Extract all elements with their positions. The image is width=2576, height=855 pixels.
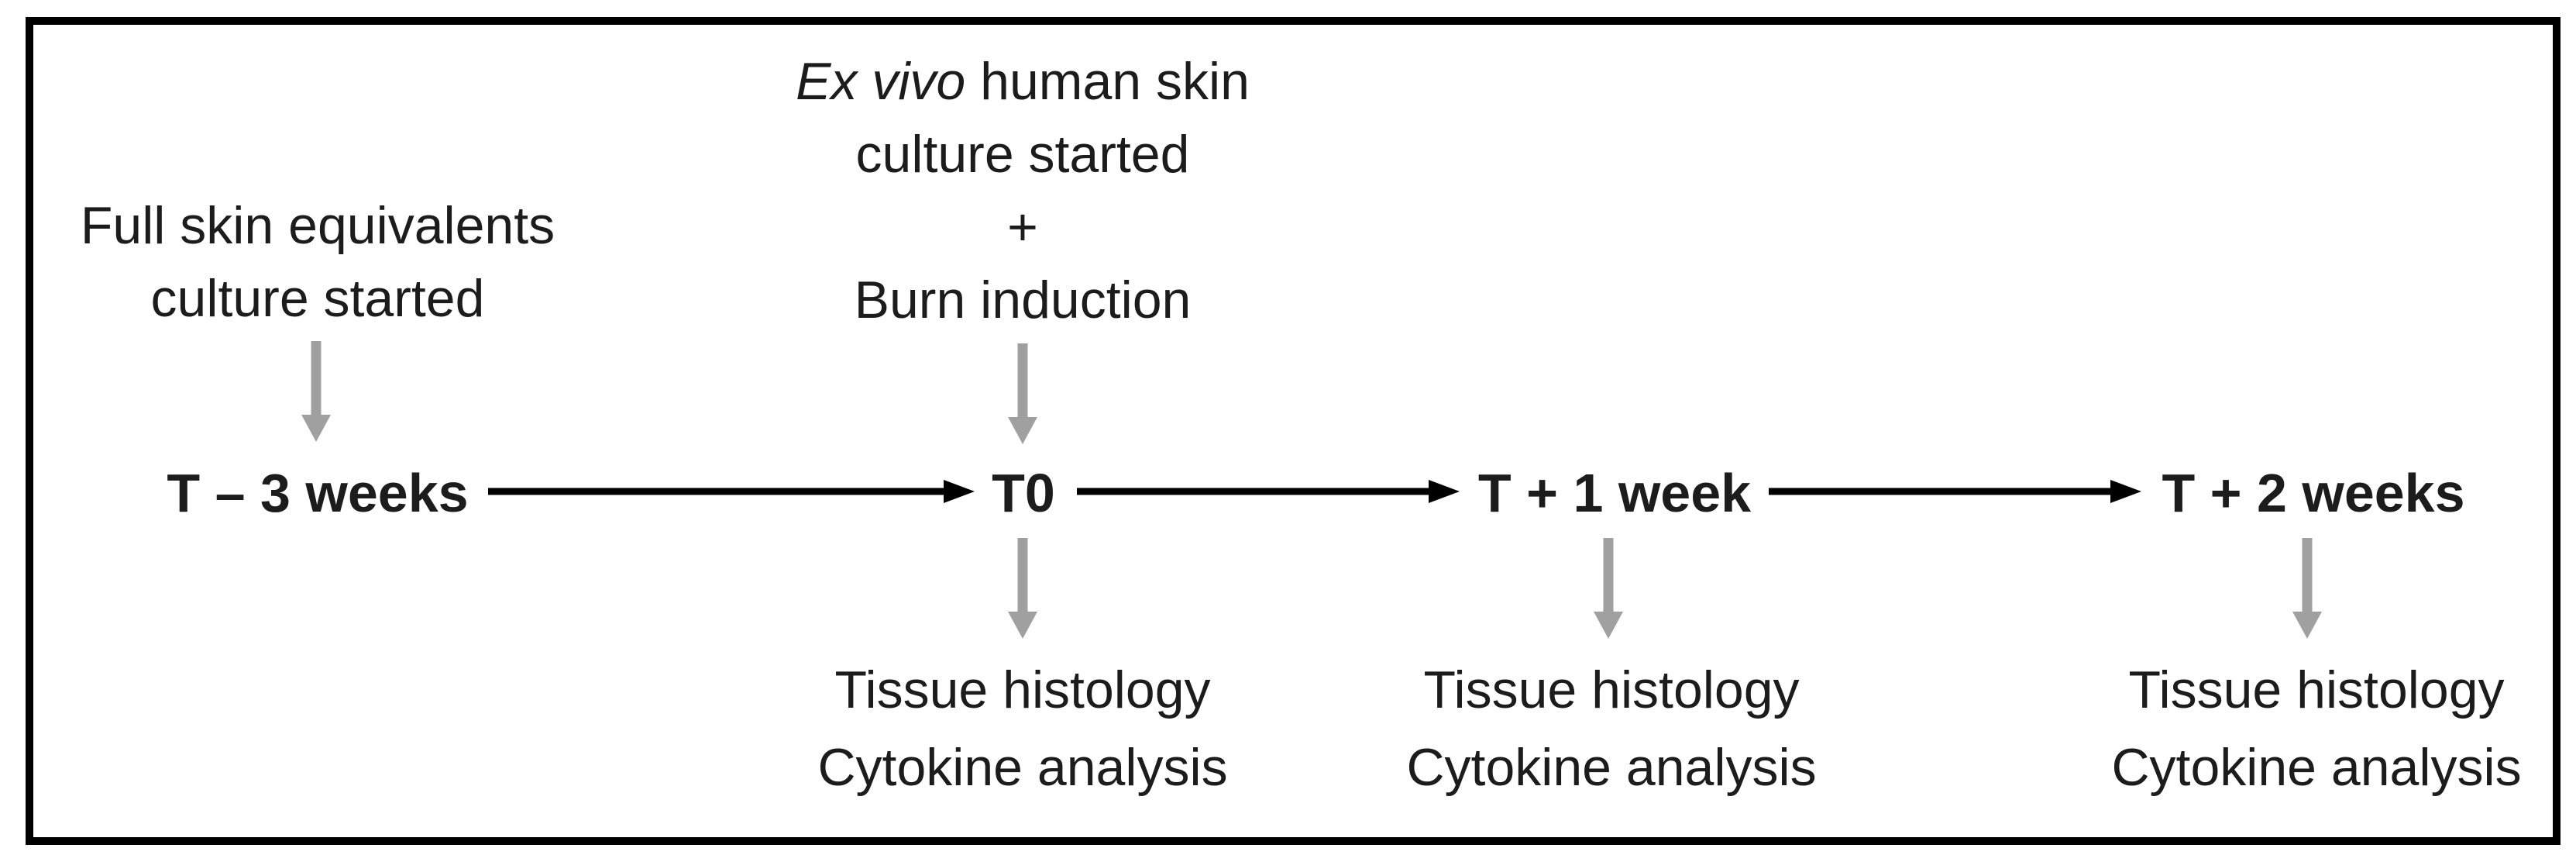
annotation-line: culture started (150, 269, 485, 328)
analysis-line: Cytokine analysis (2111, 738, 2522, 797)
right-arrow-icon (488, 480, 975, 503)
annotation-full-skin-equivalents: Full skin equivalents culture started (81, 189, 555, 335)
right-arrow-icon (1077, 480, 1460, 503)
down-arrow-icon (301, 341, 331, 442)
down-arrow-icon (1008, 343, 1037, 444)
analysis-line: Tissue histology (1423, 660, 1800, 719)
ex-vivo-italic-text: Ex vivo (796, 52, 966, 111)
down-arrow-icon (1594, 538, 1623, 639)
timepoint-label-t-plus-1-week: T + 1 week (1477, 463, 1752, 523)
analysis-note-t0: Tissue histology Cytokine analysis (817, 651, 1227, 806)
analysis-line: Tissue histology (834, 660, 1211, 719)
annotation-ex-vivo-burn: Ex vivo human skin culture started + Bur… (796, 45, 1250, 336)
annotation-line-rest: human skin (980, 52, 1250, 111)
analysis-line: Cytokine analysis (817, 738, 1228, 797)
timepoint-label-t0: T0 (992, 463, 1055, 523)
annotation-line: Burn induction (854, 271, 1192, 329)
annotation-line: culture started (855, 125, 1190, 184)
right-arrow-icon (1769, 480, 2141, 503)
annotation-line: Full skin equivalents (80, 196, 555, 255)
analysis-line: Tissue histology (2128, 660, 2505, 719)
analysis-line: Cytokine analysis (1406, 738, 1817, 797)
diagram-frame (26, 17, 2561, 845)
timepoint-label-t-minus-3-weeks: T – 3 weeks (167, 463, 469, 523)
annotation-line: + (1007, 198, 1038, 257)
down-arrow-icon (1008, 538, 1037, 639)
analysis-note-t-plus-2-weeks: Tissue histology Cytokine analysis (2111, 651, 2521, 806)
annotation-line: Ex vivo human skin (796, 45, 1250, 118)
timepoint-label-t-plus-2-weeks: T + 2 weeks (2162, 463, 2465, 523)
down-arrow-icon (2292, 538, 2322, 639)
analysis-note-t-plus-1-week: Tissue histology Cytokine analysis (1406, 651, 1816, 806)
